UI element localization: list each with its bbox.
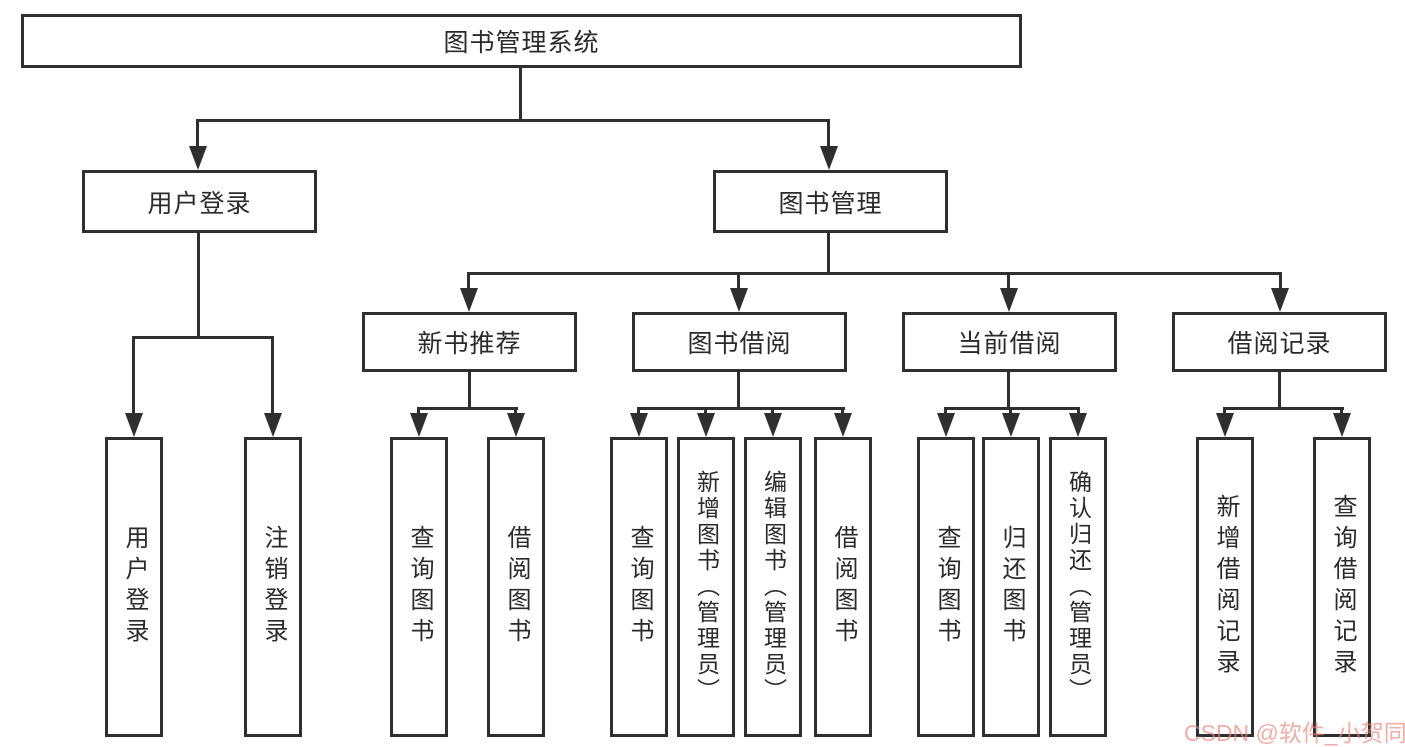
leaf-new-books-borrow: 借阅图书 — [487, 437, 545, 737]
connector-leaf-drop — [1340, 407, 1343, 417]
arrow-down-icon — [125, 413, 143, 437]
leaf-book-borrow-borrow-label: 借阅图书 — [830, 525, 857, 649]
connector-root-split — [196, 119, 830, 122]
node-root-label: 图书管理系统 — [443, 29, 600, 57]
leaf-new-books-borrow-label: 借阅图书 — [503, 525, 530, 649]
connector-current-borrow-stem — [1007, 372, 1010, 407]
connector-level3-drop — [1279, 272, 1282, 292]
connector-book-borrow-split — [637, 407, 845, 410]
arrow-down-icon — [937, 413, 955, 437]
connector-leaf-drop — [944, 407, 947, 417]
arrow-down-icon — [1069, 413, 1087, 437]
node-new-books: 新书推荐 — [362, 312, 577, 372]
connector-level3-drop — [467, 272, 470, 292]
leaf-current-confirm-label: 确认归还（管理员） — [1065, 470, 1092, 704]
connector-leaf-drop — [271, 336, 274, 417]
connector-borrow-records-split — [1223, 407, 1344, 410]
arrow-down-icon — [630, 413, 648, 437]
leaf-book-borrow-borrow: 借阅图书 — [814, 437, 872, 737]
arrow-down-icon — [1002, 413, 1020, 437]
node-borrow-records-label: 借阅记录 — [1227, 330, 1332, 358]
leaf-records-add: 新增借阅记录 — [1196, 437, 1254, 737]
leaf-current-return-label: 归还图书 — [998, 525, 1025, 649]
leaf-book-borrow-add-label: 新增图书（管理员） — [693, 470, 720, 704]
connector-leaf-drop — [1077, 407, 1080, 417]
arrow-down-icon — [1216, 413, 1234, 437]
connector-book-mgmt-drop — [827, 119, 830, 150]
leaf-book-borrow-edit: 编辑图书（管理员） — [744, 437, 802, 737]
arrow-down-icon — [460, 288, 478, 312]
arrow-down-icon — [189, 146, 207, 170]
connector-leaf-drop — [1223, 407, 1226, 417]
connector-leaf-drop — [841, 407, 844, 417]
connector-leaf-drop — [1009, 407, 1012, 417]
arrow-down-icon — [507, 413, 525, 437]
connector-user-login-stem — [197, 233, 200, 336]
leaf-book-borrow-add: 新增图书（管理员） — [677, 437, 735, 737]
connector-level3-drop — [737, 272, 740, 292]
node-new-books-label: 新书推荐 — [417, 330, 522, 358]
connector-new-books-stem — [468, 372, 471, 407]
arrow-down-icon — [410, 413, 428, 437]
arrow-down-icon — [764, 413, 782, 437]
node-user-login-label: 用户登录 — [147, 189, 252, 218]
leaf-new-books-query: 查询图书 — [390, 437, 448, 737]
leaf-logout: 注销登录 — [244, 437, 302, 737]
node-book-borrow-label: 图书借阅 — [687, 330, 792, 358]
node-current-borrow-label: 当前借阅 — [957, 330, 1062, 358]
connector-leaf-drop — [637, 407, 640, 417]
leaf-book-borrow-edit-label: 编辑图书（管理员） — [760, 470, 787, 704]
arrow-down-icon — [834, 413, 852, 437]
arrow-down-icon — [697, 413, 715, 437]
connector-level3-drop — [1007, 272, 1010, 292]
arrow-down-icon — [1333, 413, 1351, 437]
connector-leaf-drop — [417, 407, 420, 417]
csdn-watermark: CSDN @软件_小贺同学 — [1184, 720, 1405, 746]
leaf-current-return: 归还图书 — [982, 437, 1040, 737]
node-book-mgmt-label: 图书管理 — [778, 189, 883, 218]
leaf-records-query-label: 查询借阅记录 — [1329, 494, 1356, 680]
node-root: 图书管理系统 — [21, 14, 1022, 68]
leaf-current-query-label: 查询图书 — [933, 525, 960, 649]
node-book-mgmt: 图书管理 — [713, 170, 948, 233]
leaf-records-query: 查询借阅记录 — [1313, 437, 1371, 737]
node-borrow-records: 借阅记录 — [1172, 312, 1387, 372]
leaf-user-login-label: 用户登录 — [121, 525, 148, 649]
node-user-login: 用户登录 — [82, 170, 317, 233]
connector-borrow-records-stem — [1278, 372, 1281, 407]
arrow-down-icon — [264, 413, 282, 437]
leaf-new-books-query-label: 查询图书 — [406, 525, 433, 649]
connector-leaf-drop — [514, 407, 517, 417]
connector-book-mgmt-split — [467, 272, 1282, 275]
arrow-down-icon — [1271, 288, 1289, 312]
connector-leaf-drop — [771, 407, 774, 417]
node-current-borrow: 当前借阅 — [902, 312, 1117, 372]
leaf-current-confirm: 确认归还（管理员） — [1049, 437, 1107, 737]
arrow-down-icon — [1000, 288, 1018, 312]
connector-user-login-drop — [196, 119, 199, 150]
arrow-down-icon — [820, 146, 838, 170]
connector-user-login-split — [132, 336, 274, 339]
connector-new-books-split — [417, 407, 518, 410]
leaf-logout-label: 注销登录 — [260, 525, 287, 649]
connector-leaf-drop — [132, 336, 135, 417]
connector-current-borrow-split — [944, 407, 1080, 410]
connector-root-stem — [519, 68, 522, 119]
leaf-records-add-label: 新增借阅记录 — [1212, 494, 1239, 680]
arrow-down-icon — [730, 288, 748, 312]
leaf-book-borrow-query: 查询图书 — [610, 437, 668, 737]
connector-book-borrow-stem — [737, 372, 740, 407]
node-book-borrow: 图书借阅 — [632, 312, 847, 372]
leaf-current-query: 查询图书 — [917, 437, 975, 737]
leaf-book-borrow-query-label: 查询图书 — [626, 525, 653, 649]
leaf-user-login: 用户登录 — [105, 437, 163, 737]
connector-leaf-drop — [704, 407, 707, 417]
connector-book-mgmt-stem — [827, 233, 830, 272]
